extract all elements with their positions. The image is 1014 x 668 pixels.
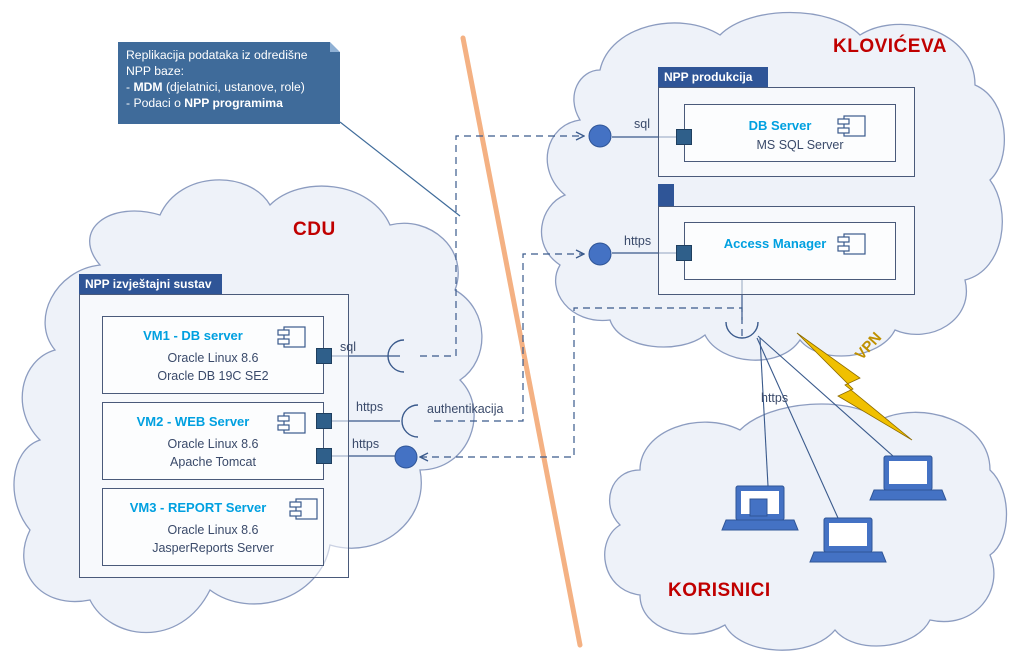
laptop-icon[interactable] (721, 485, 799, 531)
am-title: Access Manager (723, 236, 827, 251)
vm2-line2: Apache Tomcat (170, 455, 256, 469)
vm1-sql-socket (387, 339, 405, 373)
note-anchor-line (339, 121, 461, 217)
vm1-line1: Oracle Linux 8.6 (167, 351, 259, 365)
vm2-line1: Oracle Linux 8.6 (167, 437, 259, 451)
package-tab-npp-produkcija: NPP produkcija (658, 67, 768, 87)
component-vm3-report-server[interactable]: VM3 - REPORT Server Oracle Linux 8.6 Jas… (102, 488, 324, 566)
component-access-manager[interactable]: Access Manager (684, 222, 896, 280)
component-icon (277, 412, 306, 434)
label-https-users: https (761, 391, 789, 405)
vm1-title: VM1 - DB server (143, 328, 243, 343)
am-user-socket (725, 321, 759, 339)
label-sql-kloviceva: sql (634, 117, 650, 131)
component-icon (837, 115, 866, 137)
laptop-icon[interactable] (809, 517, 887, 563)
label-https-vm2-auth: https (356, 400, 384, 414)
note-fold-corner (330, 42, 340, 52)
vm2-auth-port[interactable] (316, 413, 332, 429)
package-tab-npp-izvjestajni: NPP izvještajni sustav (79, 274, 222, 294)
replication-note: Replikacija podataka iz odredišne NPP ba… (118, 42, 340, 124)
label-sql-cdu: sql (340, 340, 356, 354)
vm1-line2: Oracle DB 19C SE2 (157, 369, 269, 383)
authentication-dashed-link (434, 254, 584, 422)
user-link-3 (757, 335, 894, 457)
vm3-title: VM3 - REPORT Server (129, 500, 267, 515)
sql-replication-dashed-link (420, 136, 584, 357)
component-vm2-web-server[interactable]: VM2 - WEB Server Oracle Linux 8.6 Apache… (102, 402, 324, 480)
db-sql-interface[interactable] (588, 124, 612, 148)
component-icon (277, 326, 306, 348)
network-divider-line (460, 35, 583, 648)
am-https-port[interactable] (676, 245, 692, 261)
component-icon (837, 233, 866, 255)
cloud-title-kloviceva: KLOVIĆEVA (833, 36, 947, 57)
cloud-korisnici (604, 403, 1008, 651)
vm2-title: VM2 - WEB Server (136, 414, 250, 429)
vm3-line1: Oracle Linux 8.6 (167, 523, 259, 537)
vm3-line2: JasperReports Server (152, 541, 274, 555)
note-item-mdm: - MDM (djelatnici, ustanove, role) (126, 80, 305, 94)
component-db-server[interactable]: DB Server MS SQL Server (684, 104, 896, 162)
db-sql-port[interactable] (676, 129, 692, 145)
component-icon (289, 498, 318, 520)
label-https-vm2: https (352, 437, 380, 451)
user-link-2 (756, 337, 839, 519)
db-line1: MS SQL Server (756, 138, 844, 152)
db-title: DB Server (748, 118, 812, 133)
vm2-auth-socket (401, 404, 419, 438)
cloud-title-korisnici: KORISNICI (668, 580, 771, 601)
user-link-1 (759, 337, 769, 487)
label-authentikacija: authentikacija (427, 402, 504, 416)
laptop-icon[interactable] (869, 455, 947, 501)
note-line-1: Replikacija podataka iz odredišne (126, 48, 308, 62)
note-item-npp: - Podaci o NPP programima (126, 96, 283, 110)
vm2-https-port[interactable] (316, 448, 332, 464)
package-tab-access (658, 184, 674, 206)
note-line-2: NPP baze: (126, 64, 185, 78)
cloud-title-cdu: CDU (293, 219, 336, 240)
am-https-interface[interactable] (588, 242, 612, 266)
vpn-bolt-icon (796, 332, 913, 441)
vm2-https-interface[interactable] (394, 445, 418, 469)
component-vm1-db-server[interactable]: VM1 - DB server Oracle Linux 8.6 Oracle … (102, 316, 324, 394)
label-https-kloviceva: https (624, 234, 652, 248)
vm1-sql-port[interactable] (316, 348, 332, 364)
